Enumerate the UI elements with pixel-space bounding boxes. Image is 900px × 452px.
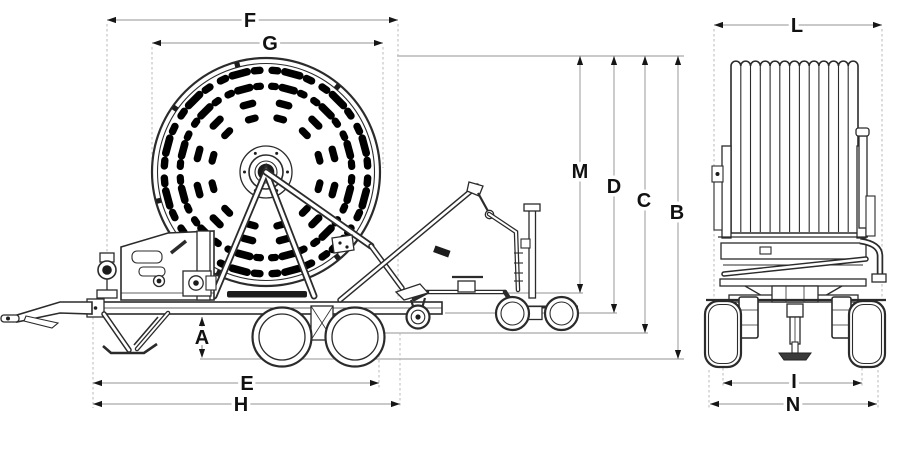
dim-I: I bbox=[723, 368, 862, 397]
sprinkler-cart bbox=[337, 181, 580, 332]
dim-label-c: C bbox=[637, 190, 651, 212]
dim-label-e: E bbox=[240, 373, 253, 395]
dim-D: D bbox=[603, 56, 625, 313]
cart-axle-block bbox=[527, 305, 543, 321]
drum bbox=[730, 60, 859, 234]
dim-label-a: A bbox=[195, 327, 209, 349]
dim-label-f: F bbox=[244, 10, 256, 32]
dim-L: L bbox=[714, 12, 882, 41]
trailer-wheel bbox=[324, 306, 386, 368]
boom-pivot bbox=[331, 234, 451, 258]
rear-jack bbox=[778, 303, 812, 361]
funnel-bracket bbox=[452, 275, 483, 293]
jack-stand bbox=[101, 310, 171, 355]
drive-frame bbox=[96, 230, 217, 301]
dim-F: F bbox=[107, 7, 398, 36]
dim-label-b: B bbox=[670, 202, 684, 224]
rear-view bbox=[703, 60, 887, 369]
dim-label-m: M bbox=[572, 161, 589, 183]
dim-B: B bbox=[666, 56, 688, 359]
dim-C: C bbox=[633, 56, 655, 333]
dim-label-l: L bbox=[791, 15, 803, 37]
rear-wheel bbox=[703, 299, 743, 369]
dim-N: N bbox=[710, 391, 877, 420]
drive-motor bbox=[152, 270, 217, 297]
caster-wheel bbox=[394, 283, 431, 330]
rear-frame bbox=[706, 127, 887, 339]
sprinkler-riser bbox=[520, 203, 541, 299]
dim-label-n: N bbox=[786, 394, 800, 416]
rear-wheel bbox=[847, 299, 887, 369]
tandem-wheels bbox=[251, 305, 386, 368]
dim-A: A bbox=[191, 317, 213, 358]
dim-label-h: H bbox=[234, 394, 248, 416]
hose-guide-bar bbox=[227, 291, 307, 298]
hitch bbox=[0, 314, 60, 329]
dim-H: H bbox=[93, 391, 400, 420]
trailer-wheel bbox=[251, 306, 313, 368]
hose-pulley bbox=[96, 252, 118, 299]
rim-clips bbox=[155, 61, 341, 276]
dimensions: F G M D C B bbox=[93, 7, 882, 420]
jack-foot bbox=[778, 352, 812, 361]
dim-label-g: G bbox=[262, 33, 278, 55]
dim-G: G bbox=[152, 30, 383, 59]
dim-E: E bbox=[93, 370, 379, 399]
dim-label-d: D bbox=[607, 176, 621, 198]
rear-wheels bbox=[703, 299, 887, 369]
dim-M: M bbox=[568, 56, 592, 293]
dim-label-i: I bbox=[791, 371, 797, 393]
side-view bbox=[0, 56, 580, 368]
reel-support-frame bbox=[210, 162, 405, 300]
